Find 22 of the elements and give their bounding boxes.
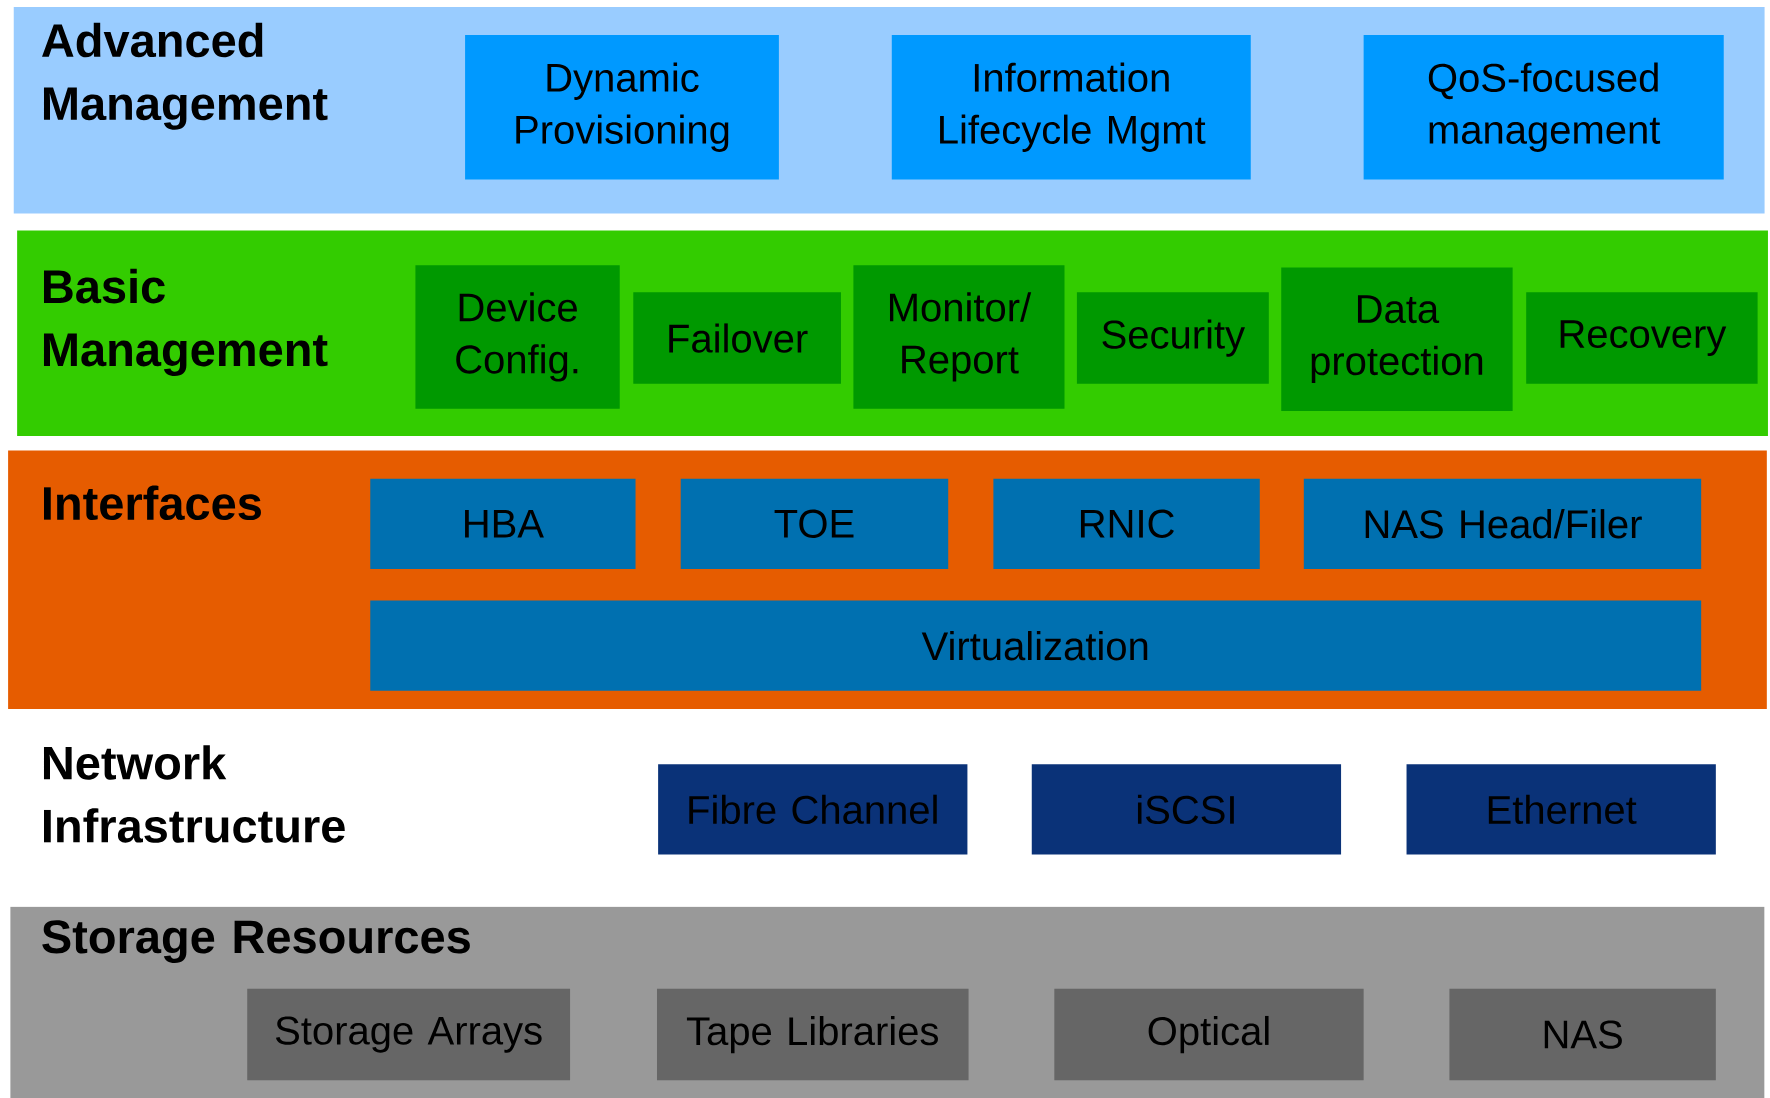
component-box: TOE — [680, 478, 949, 569]
component-box: Ethernet — [1406, 764, 1716, 855]
component-box: Fibre Channel — [658, 764, 968, 855]
component-box: Virtualization — [370, 600, 1702, 691]
component-box: HBA — [370, 478, 636, 569]
component-box: Data protection — [1281, 267, 1513, 411]
component-box: Security — [1076, 292, 1269, 384]
component-box: Device Config. — [415, 265, 620, 409]
component-box: RNIC — [993, 478, 1260, 569]
component-box: Information Lifecycle Mgmt — [891, 35, 1251, 180]
component-box: iSCSI — [1031, 764, 1342, 855]
component-box: QoS-focused management — [1363, 35, 1724, 180]
component-box: Recovery — [1526, 292, 1758, 384]
layer-title: Network Infrastructure — [44, 745, 345, 843]
component-box: NAS — [1449, 988, 1716, 1081]
component-box: Monitor/ Report — [853, 265, 1065, 409]
component-box: Storage Arrays — [247, 988, 571, 1081]
component-box: Optical — [1054, 988, 1364, 1081]
component-box: Tape Libraries — [657, 988, 969, 1081]
component-box: Dynamic Provisioning — [465, 35, 779, 180]
component-box: Failover — [633, 292, 841, 384]
component-box: NAS Head/Filer — [1303, 478, 1702, 569]
